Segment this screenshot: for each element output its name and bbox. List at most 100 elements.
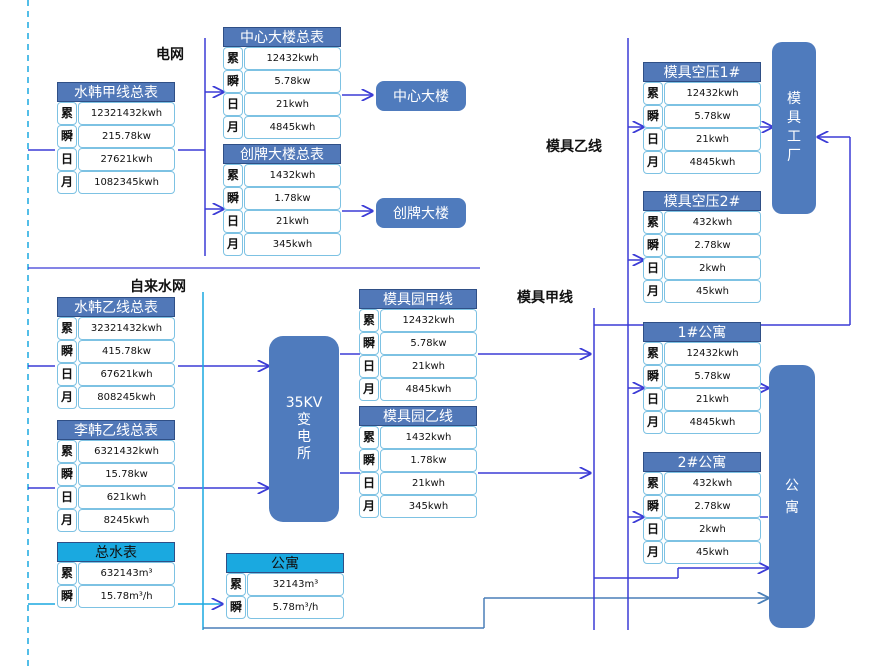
meter-row-key: 累 [359,309,379,332]
meter-row-value: 15.78kw [78,463,175,486]
meter-row-value: 432kwh [664,472,761,495]
meter-row-value: 4845kwh [244,116,341,139]
meter-row-value: 5.78kw [664,105,761,128]
meter-row-value: 808245kwh [78,386,175,409]
meter-row-key: 日 [643,257,663,280]
meter-title: 创牌大楼总表 [223,144,341,164]
meter-title: 模具空压2# [643,191,761,211]
meter-row-key: 瞬 [57,125,77,148]
meter-row-key: 累 [57,102,77,125]
substation-node[interactable]: 35KV 变 电 所 [269,336,339,522]
meter-row-key: 瞬 [643,495,663,518]
meter-row-key: 累 [643,342,663,365]
meter-row-key: 日 [643,128,663,151]
center-building-node[interactable]: 中心大楼 [376,81,466,111]
meter-row-value: 32143m³ [247,573,344,596]
meter-title: 模具园甲线 [359,289,477,309]
meter-title: 水韩乙线总表 [57,297,175,317]
meter-row-value: 1432kwh [244,164,341,187]
chuangpai-building-node[interactable]: 创牌大楼 [376,198,466,228]
meter-row-key: 日 [359,355,379,378]
meter-row-key: 累 [643,82,663,105]
meter-row-value: 1082345kwh [78,171,175,194]
meter-row-value: 345kwh [244,233,341,256]
meter-row-key: 累 [226,573,246,596]
meter-row-value: 2kwh [664,257,761,280]
meter-title: 总水表 [57,542,175,562]
meter-row-value: 621kwh [78,486,175,509]
mold-line-a-label: 模具甲线 [517,290,573,306]
meter-row-value: 4845kwh [664,411,761,434]
meter-row-key: 月 [57,509,77,532]
meter-row-value: 432kwh [664,211,761,234]
meter-row-value: 12432kwh [380,309,477,332]
meter-row-value: 32321432kwh [78,317,175,340]
meter-row-key: 瞬 [359,449,379,472]
mold-factory-node[interactable]: 模 具 工 厂 [772,42,816,214]
meter-row-key: 月 [359,495,379,518]
meter-row-key: 日 [643,388,663,411]
meter-row-key: 瞬 [57,585,77,608]
meter-row-value: 6321432kwh [78,440,175,463]
meter-row-value: 21kwh [244,93,341,116]
meter-title: 模具园乙线 [359,406,477,426]
meter-row-value: 67621kwh [78,363,175,386]
meter-row-value: 8245kwh [78,509,175,532]
meter-row-key: 瞬 [643,234,663,257]
meter-row-key: 月 [643,280,663,303]
mold-line-b-label: 模具乙线 [546,139,602,155]
meter-row-value: 27621kwh [78,148,175,171]
meter-row-key: 月 [643,151,663,174]
meter-row-key: 日 [359,472,379,495]
apartment-node[interactable]: 公 寓 [769,365,815,628]
meter-row-value: 2.78kw [664,234,761,257]
center-building-label: 中心大楼 [393,89,449,105]
apartment-label: 公 寓 [785,477,799,516]
meter-title: 2#公寓 [643,452,761,472]
meter-row-value: 215.78kw [78,125,175,148]
meter-row-key: 瞬 [643,105,663,128]
substation-label: 35KV 变 电 所 [285,395,323,462]
meter-row-value: 5.78m³/h [247,596,344,619]
meter-row-key: 月 [223,233,243,256]
meter-row-value: 345kwh [380,495,477,518]
meter-row-value: 12432kwh [664,82,761,105]
meter-row-value: 21kwh [664,128,761,151]
meter-row-value: 5.78kw [380,332,477,355]
meter-row-key: 累 [223,47,243,70]
